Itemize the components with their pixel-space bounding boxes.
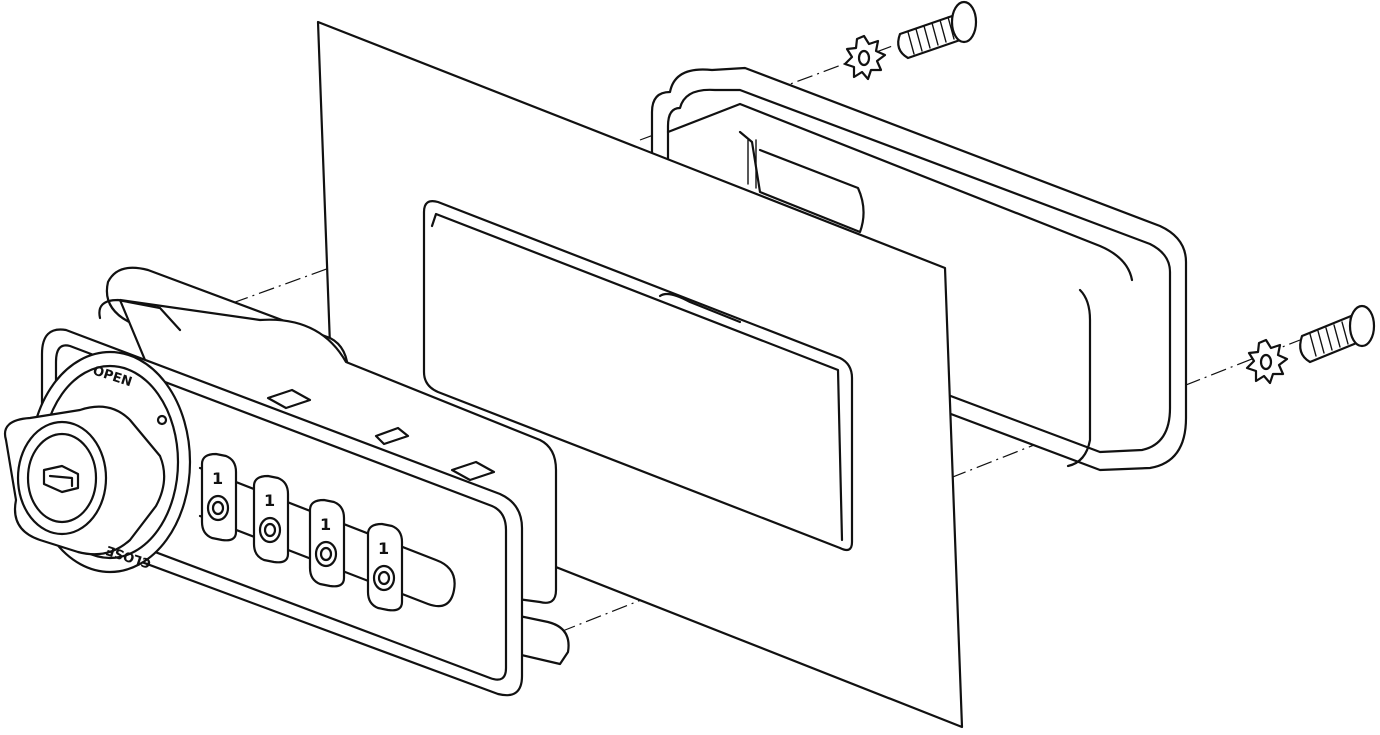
keyway-slot [48, 474, 74, 488]
upper-screw-thread-4 [931, 22, 939, 46]
door-panel-cutout-notch [658, 292, 742, 324]
door-panel-cutout [422, 200, 854, 552]
dial-2[interactable]: 1 [252, 474, 290, 564]
keyway [42, 464, 80, 494]
cylinder-indicator-dot [156, 414, 168, 426]
lower-star-washer [1245, 338, 1289, 385]
upper-screw-thread-6 [947, 16, 955, 40]
rear-housing-cam-window [738, 130, 865, 234]
lower-screw-thread-4 [1333, 324, 1341, 348]
dial-4-window [372, 564, 396, 592]
upper-star-washer [843, 34, 887, 81]
lock-body-tab-1 [266, 388, 312, 410]
front-plate-inner [54, 344, 508, 681]
dial-3-window-inner [319, 546, 333, 562]
front-plate-dial-slot [198, 466, 456, 608]
lock-body-tab-2 [374, 426, 410, 446]
lower-screw-thread-3 [1325, 327, 1333, 351]
dial-1[interactable]: 1 [200, 452, 238, 542]
lower-screw-thread-5 [1341, 321, 1349, 345]
dial-1-digit: 1 [212, 469, 223, 488]
lower-screw-head [1348, 304, 1376, 348]
dial-4-window-inner [377, 570, 391, 586]
dial-2-digit: 1 [264, 491, 275, 510]
cylinder-face-inner [26, 432, 98, 524]
upper-screw-thread-1 [907, 31, 915, 55]
dial-2-window-inner [263, 522, 277, 538]
lower-fastener [1245, 304, 1376, 385]
dial-3-digit: 1 [320, 515, 331, 534]
upper-screw-thread-3 [923, 25, 931, 49]
upper-fastener [843, 0, 978, 81]
lower-screw-thread-2 [1317, 330, 1325, 354]
key-cylinder: OPEN CLOSE [3, 350, 192, 574]
upper-screw-thread-2 [915, 28, 923, 52]
dial-3-window [314, 540, 338, 568]
dial-3[interactable]: 1 [308, 498, 346, 588]
dial-2-window [258, 516, 282, 544]
dial-4[interactable]: 1 [366, 522, 404, 612]
rear-housing-depth-edge [1066, 288, 1092, 468]
upper-screw-thread-5 [939, 19, 947, 43]
rear-housing-inner-edge [666, 102, 1134, 282]
dial-4-digit: 1 [378, 539, 389, 558]
upper-screw-shank [897, 12, 968, 60]
door-panel [316, 20, 964, 729]
lower-screw [1299, 304, 1376, 364]
upper-screw [897, 0, 978, 60]
upper-screw-head [950, 0, 978, 44]
lock-body-spindle [98, 298, 182, 332]
dial-1-window [206, 494, 230, 522]
upper-star-washer-hole [857, 49, 871, 67]
combination-dials: 1 1 1 1 [200, 452, 404, 612]
lower-screw-thread-1 [1309, 333, 1317, 357]
door-panel-cutout-inner [430, 212, 844, 542]
dial-1-window-inner [211, 500, 225, 516]
lower-star-washer-hole [1259, 353, 1273, 371]
lock-body-tab-3 [450, 460, 496, 482]
